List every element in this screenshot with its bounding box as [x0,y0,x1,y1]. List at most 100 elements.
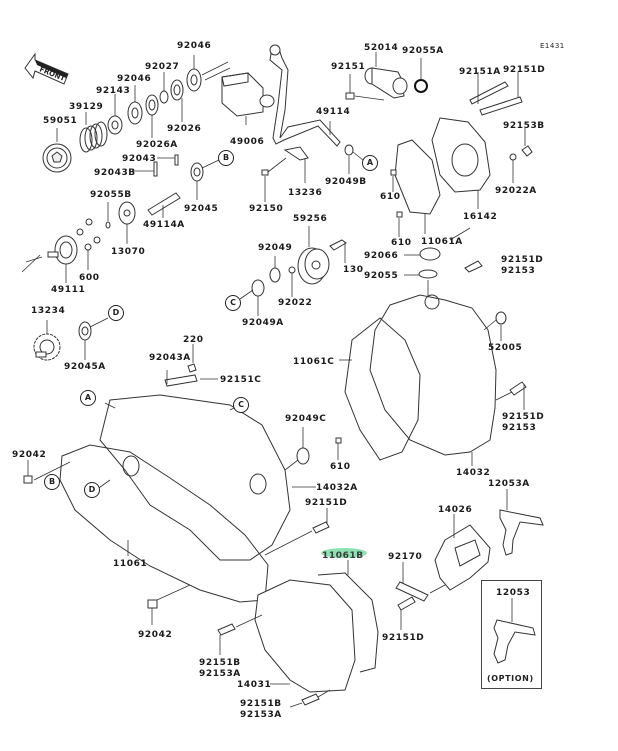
part-label[interactable]: 92066 [364,251,399,261]
part-label[interactable]: 610 [330,462,351,472]
part-label[interactable]: 11061 [113,559,148,569]
part-label[interactable]: 92043 [122,154,157,164]
shift-guide-part [261,146,309,202]
part-label[interactable]: 92026A [136,140,178,150]
part-label[interactable]: 13236 [288,188,323,198]
part-label[interactable]: 59256 [293,214,328,224]
part-label[interactable]: 130 [343,265,364,275]
part-label[interactable]: 92143 [96,86,131,96]
part-label[interactable]: 49006 [230,137,265,147]
part-label[interactable]: 52005 [488,343,523,353]
part-label[interactable]: 92170 [388,552,423,562]
bearing-92045A-part [78,317,109,360]
part-label[interactable]: 13070 [111,247,146,257]
bearing-92045-part [190,159,220,200]
part-label[interactable]: 49114A [143,220,185,230]
part-label[interactable]: 14031 [237,680,272,690]
part-label[interactable]: 610 [391,238,412,248]
part-label[interactable]: 92150 [249,204,284,214]
seal-92049B-part [344,144,364,174]
part-label[interactable]: 92151C [220,375,262,385]
sprocket-cover-part [217,560,379,708]
washers-row-part [107,55,231,138]
part-label[interactable]: 92022A [495,186,537,196]
part-number: 92151D [502,412,545,422]
part-label[interactable]: 92049 [258,243,293,253]
bracket-12053A-part [499,489,544,556]
part-number-secondary: 92153 [502,423,537,433]
shaft-49114A-part [147,192,181,218]
part-label[interactable]: 14032 [456,468,491,478]
part-label[interactable]: 92151D [503,65,546,75]
ref-circle-b-2: B [44,474,60,490]
part-label[interactable]: 92027 [145,62,180,72]
part-label[interactable]: 610 [380,192,401,202]
part-label[interactable]: 14032A [316,483,358,493]
part-label[interactable]: 92046 [177,41,212,51]
kick-pedal-part [221,72,275,125]
part-label[interactable]: 92022 [278,298,313,308]
chain-guide-part [395,514,491,630]
pins-part [132,154,179,177]
part-label[interactable]: 14026 [438,505,473,515]
part-label[interactable]: 92055A [402,46,444,56]
part-label[interactable]: 11061A [421,237,463,247]
part-label[interactable]: 52014 [364,43,399,53]
part-number: 92151B [240,699,282,709]
reference-code: E1431 [540,42,565,50]
part-label[interactable]: 92042 [12,450,47,460]
part-label[interactable]: 92049C [285,414,327,424]
part-label[interactable]: 92045 [184,204,219,214]
part-label[interactable]: 92049B [325,177,367,187]
part-label[interactable]: 92151D [382,633,425,643]
part-label[interactable]: 600 [79,273,100,283]
front-arrow-icon: FRONT [24,52,69,85]
highlighted-part-marker [321,548,367,558]
pump-impeller-part [76,201,136,270]
part-label[interactable]: 11061C [293,357,335,367]
part-label[interactable]: 92043B [94,168,136,178]
part-label[interactable]: 220 [183,335,204,345]
coolant-pipe-part [345,52,428,101]
ref-circle-c-2: C [233,397,249,413]
part-label[interactable]: 92049A [242,318,284,328]
water-pump-cover-part [431,72,533,209]
part-label[interactable]: 92151D [305,498,348,508]
crankcase-cover-part [23,344,330,625]
part-label[interactable]: 92151A [459,67,501,77]
part-label[interactable]: 92046 [117,74,152,84]
part-label[interactable]: 12053A [488,479,530,489]
part-label[interactable]: 49114 [316,107,351,117]
part-label[interactable]: 39129 [69,102,104,112]
highlighted-part-label[interactable]: 11061B [322,551,364,561]
ref-circle-d: D [108,305,124,321]
part-label[interactable]: 49111 [51,285,86,295]
part-label[interactable]: 92151 [331,62,366,72]
part-label[interactable]: 92026 [167,124,202,134]
part-label[interactable]: 92055B [90,190,132,200]
part-label[interactable]: 92042 [138,630,173,640]
pump-shaft-part [21,235,78,283]
part-number-secondary: 92153A [240,710,282,720]
part-label[interactable]: 59051 [43,116,78,126]
part-number-secondary: 92153A [199,669,241,679]
part-number-secondary: 92153 [501,266,536,276]
part-label[interactable]: 92043A [149,353,191,363]
part-label[interactable]: 13234 [31,306,66,316]
part-label[interactable]: 12053 [496,588,531,598]
spring-part [79,112,108,153]
part-label[interactable]: 92045A [64,362,106,372]
part-label[interactable]: 16142 [463,212,498,222]
part-number: 92151D [501,255,544,265]
part-label[interactable]: 92055 [364,271,399,281]
part-label[interactable]: 92153B [503,121,545,131]
ref-circle-b: B [218,150,234,166]
option-box [481,580,542,689]
part-number: 92151B [199,658,241,668]
ref-circle-d-2: D [84,482,100,498]
